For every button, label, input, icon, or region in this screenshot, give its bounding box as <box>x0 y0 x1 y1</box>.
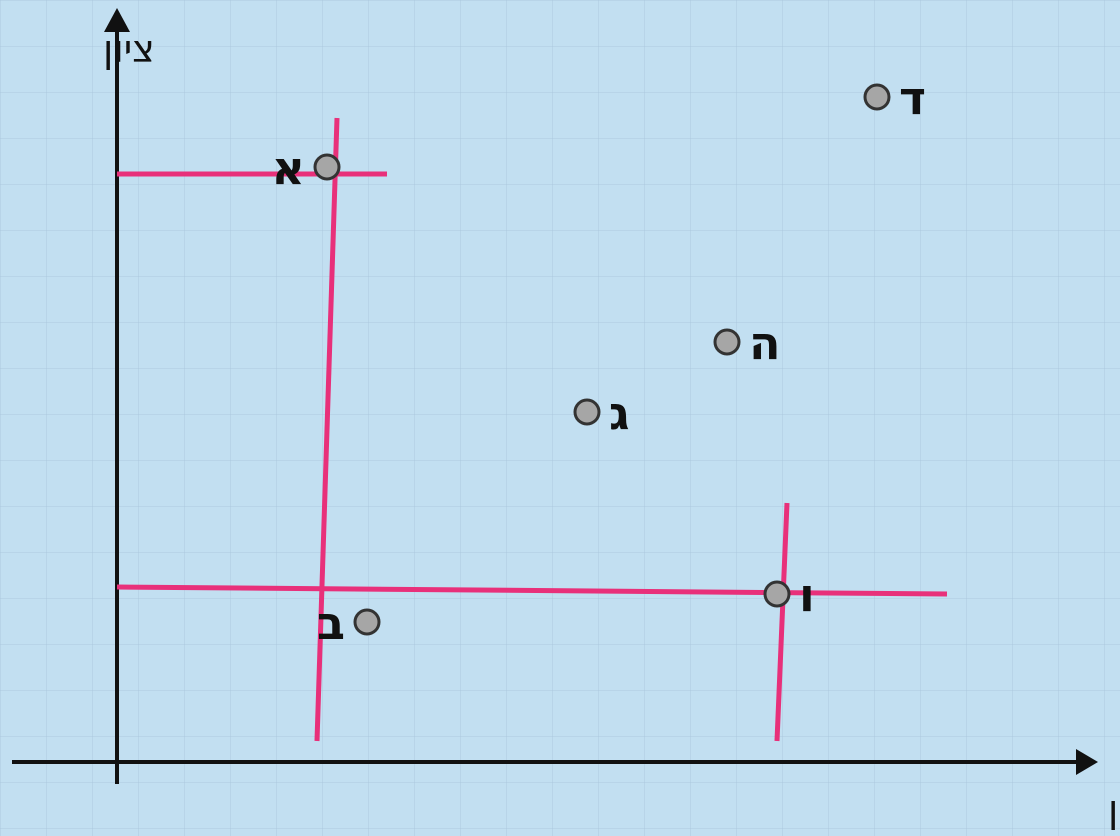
y-axis-arrow-icon <box>104 8 130 32</box>
point-label-3: ג <box>609 386 630 440</box>
data-point-1 <box>313 153 341 181</box>
y-axis-title: ציון <box>103 27 155 71</box>
data-points: א ב ג ה ו ד <box>272 71 927 650</box>
data-point-3 <box>573 398 601 426</box>
x-axis-arrow-icon <box>1076 749 1098 775</box>
guide-line-2 <box>314 117 340 742</box>
data-point-4 <box>713 328 741 356</box>
guide-line-4 <box>774 502 790 742</box>
data-point-5 <box>763 580 791 608</box>
point-label-1: א <box>272 141 306 195</box>
point-label-2: ב <box>317 596 345 650</box>
point-label-5: ו <box>799 568 815 622</box>
guide-lines <box>116 117 948 742</box>
data-point-2 <box>353 608 381 636</box>
point-label-4: ה <box>749 316 781 370</box>
data-point-6 <box>863 83 891 111</box>
x-axis-title: שעות הכנה למבחן <box>1108 787 1120 831</box>
guide-line-3 <box>116 584 948 597</box>
point-label-6: ד <box>899 71 926 125</box>
axes <box>12 8 1098 784</box>
